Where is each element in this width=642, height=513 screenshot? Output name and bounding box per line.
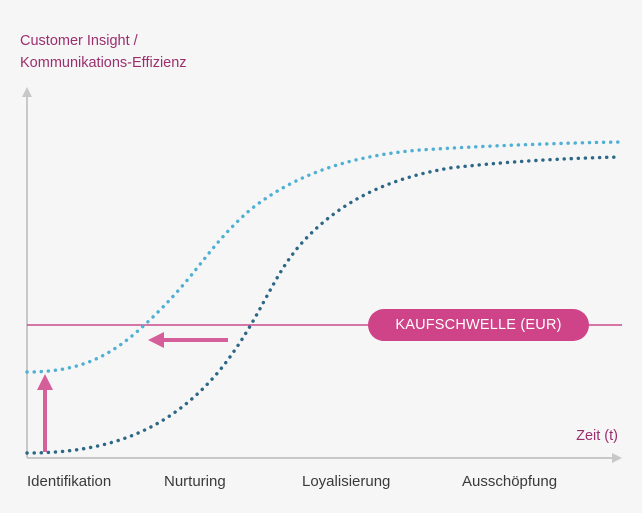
phase-label-ausschoepfung: Ausschöpfung	[462, 473, 558, 490]
y-axis-title-line-2: Kommunikations-Effizienz	[20, 55, 187, 71]
lift-arrow-head	[37, 374, 53, 390]
shift-arrow-head	[148, 332, 164, 348]
y-axis-title-line-1: Customer Insight /	[20, 33, 138, 49]
phase-label-nurturing: Nurturing	[164, 473, 226, 490]
threshold-badge: KAUFSCHWELLE (EUR)	[368, 309, 589, 341]
phase-label-identifikation: Identifikation	[27, 473, 112, 490]
lower-curve	[25, 155, 622, 455]
upper-curve	[25, 140, 622, 374]
phase-label-loyalisierung: Loyalisierung	[302, 473, 391, 490]
x-axis-unit-label: Zeit (t)	[576, 428, 618, 444]
